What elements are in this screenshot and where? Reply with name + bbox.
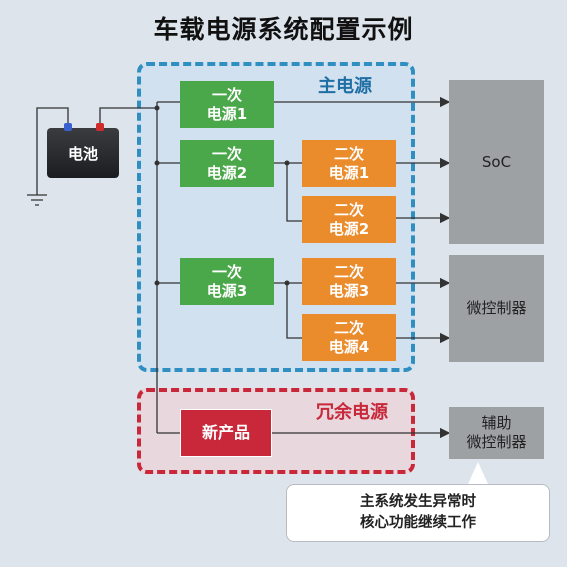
- main-power-label: 主电源: [318, 76, 372, 97]
- secondary-supply-1-line1: 二次: [333, 144, 364, 163]
- secondary-supply-3-line2: 电源3: [328, 281, 370, 300]
- secondary-supply-2-line2: 电源2: [328, 219, 370, 238]
- callout-pointer: [468, 462, 488, 484]
- primary-supply-3-line2: 电源3: [206, 281, 248, 300]
- primary-supply-1: 一次电源1: [180, 81, 274, 128]
- soc-load: SoC: [449, 80, 544, 244]
- aux-mcu-line2: 微控制器: [466, 433, 527, 451]
- battery-positive-wire: [99, 107, 157, 128]
- secondary-supply-2: 二次电源2: [302, 196, 396, 243]
- ground-wire: [36, 107, 69, 195]
- primary-supply-1-line1: 一次: [211, 85, 242, 104]
- secondary-supply-1: 二次电源1: [302, 140, 396, 187]
- new-product-label: 新产品: [201, 423, 250, 442]
- battery-positive-terminal-icon: [96, 123, 104, 131]
- secondary-supply-2-line1: 二次: [333, 200, 364, 219]
- secondary-supply-4-line1: 二次: [333, 318, 364, 337]
- mcu-load: 微控制器: [449, 255, 544, 362]
- primary-supply-2-line1: 一次: [211, 144, 242, 163]
- soc-label: SoC: [481, 152, 512, 171]
- ground-icon: [27, 194, 47, 206]
- callout-line1: 主系统发生异常时: [360, 493, 476, 510]
- primary-supply-2: 一次电源2: [180, 140, 274, 187]
- callout-note: 主系统发生异常时 核心功能继续工作: [286, 484, 550, 542]
- secondary-supply-1-line2: 电源1: [328, 163, 370, 182]
- new-product: 新产品: [180, 409, 272, 457]
- aux-mcu-load: 辅助微控制器: [449, 407, 544, 459]
- redundant-power-label: 冗余电源: [316, 402, 388, 423]
- secondary-supply-4-line2: 电源4: [328, 337, 370, 356]
- primary-supply-3-line1: 一次: [211, 262, 242, 281]
- mcu-label: 微控制器: [466, 299, 527, 318]
- battery-label: 电池: [67, 144, 98, 163]
- primary-supply-2-line2: 电源2: [206, 163, 248, 182]
- secondary-supply-4: 二次电源4: [302, 314, 396, 361]
- page-title: 车载电源系统配置示例: [153, 15, 414, 44]
- secondary-supply-3: 二次电源3: [302, 258, 396, 305]
- aux-mcu-line1: 辅助: [481, 414, 512, 433]
- primary-supply-1-line2: 电源1: [206, 104, 248, 123]
- secondary-supply-3-line1: 二次: [333, 262, 364, 281]
- callout-line2: 核心功能继续工作: [360, 515, 476, 531]
- primary-supply-3: 一次电源3: [180, 258, 274, 305]
- battery: 电池: [47, 128, 119, 178]
- battery-negative-terminal-icon: [64, 123, 72, 131]
